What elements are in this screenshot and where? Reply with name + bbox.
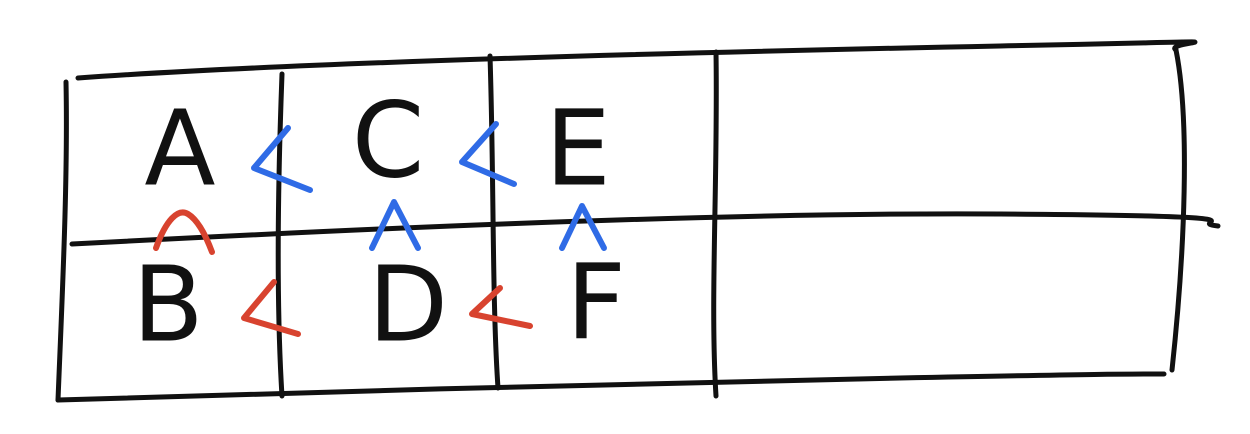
cell-c-label: C bbox=[352, 79, 425, 201]
cell-a-label: A bbox=[144, 87, 215, 209]
cell-labels: A C E B D F bbox=[132, 79, 626, 365]
caret-c-d-mark bbox=[369, 199, 421, 251]
grid-lines bbox=[55, 39, 1221, 403]
less-than-a-c-mark bbox=[251, 125, 313, 193]
grid-left-border bbox=[55, 79, 69, 403]
grid-column-line-2 bbox=[487, 53, 501, 391]
grid-right-border bbox=[1169, 47, 1187, 373]
caret-a-b-mark bbox=[153, 209, 215, 255]
grid-middle-row-line bbox=[69, 211, 1221, 247]
less-than-b-d-mark bbox=[241, 279, 301, 337]
caret-e-f-mark bbox=[559, 203, 607, 251]
grid-column-line-1 bbox=[275, 71, 285, 399]
cell-b-label: B bbox=[132, 243, 203, 365]
cell-f-label: F bbox=[566, 241, 626, 363]
grid-top-border bbox=[75, 39, 1198, 81]
less-than-c-e-mark bbox=[459, 121, 517, 187]
cell-e-label: E bbox=[545, 87, 611, 209]
less-than-d-f-mark bbox=[469, 285, 533, 329]
grid-bottom-border bbox=[55, 371, 1167, 403]
grid-column-line-3 bbox=[711, 49, 719, 399]
cell-d-label: D bbox=[368, 243, 448, 365]
comparison-marks bbox=[153, 121, 607, 337]
